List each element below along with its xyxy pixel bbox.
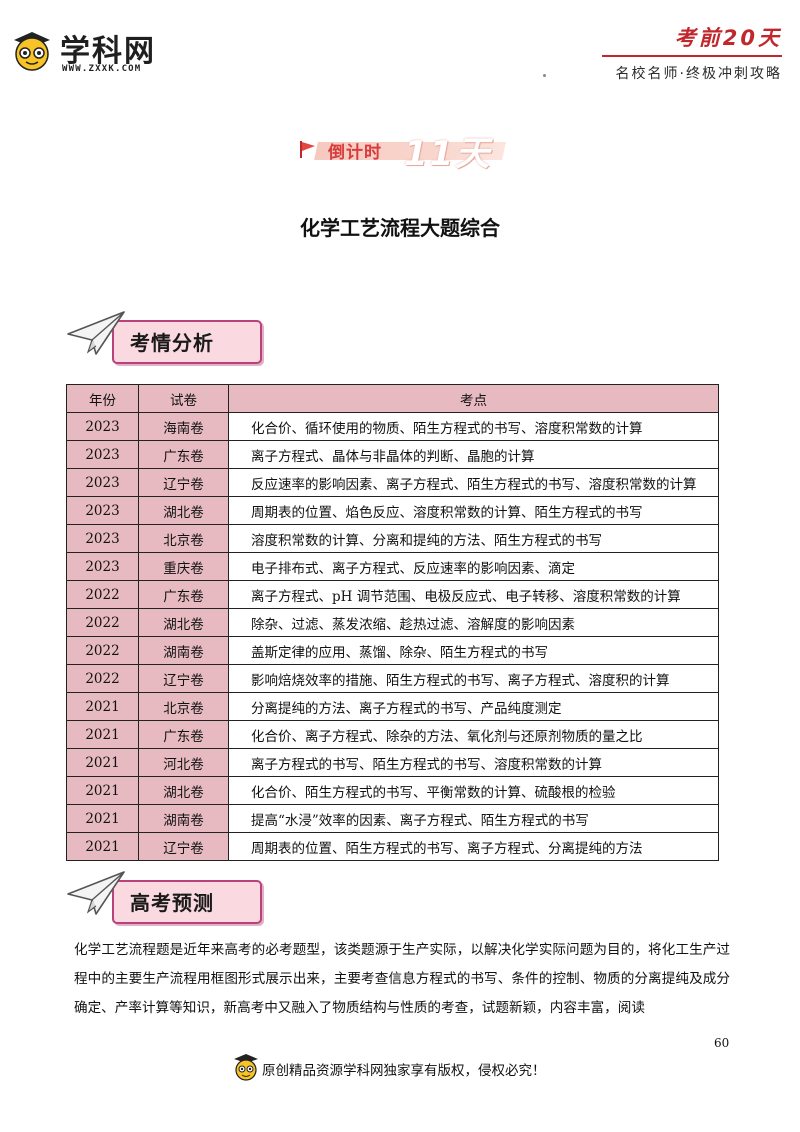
- paper-plane-icon: [67, 871, 125, 915]
- cell-paper: 广东卷: [138, 580, 229, 609]
- cell-points: 化合价、离子方程式、除杂的方法、氧化剂与还原剂物质的量之比: [228, 720, 719, 749]
- cell-points: 化合价、陌生方程式的书写、平衡常数的计算、硫酸根的检验: [228, 776, 719, 805]
- cell-paper: 河北卷: [138, 748, 229, 777]
- cell-year: 2021: [66, 832, 139, 861]
- cell-year: 2022: [66, 636, 139, 665]
- table-row: 2023 北京卷 溶度积常数的计算、分离和提纯的方法、陌生方程式的书写: [66, 524, 719, 553]
- cell-points: 离子方程式、晶体与非晶体的判断、晶胞的计算: [228, 440, 719, 469]
- page-number: 60: [714, 1036, 730, 1050]
- banner-number: 11天: [404, 134, 492, 174]
- logo-title: 学科网: [60, 34, 156, 69]
- cell-year: 2023: [66, 552, 139, 581]
- table-row: 2023 海南卷 化合价、循环使用的物质、陌生方程式的书写、溶度积常数的计算: [66, 412, 719, 441]
- cell-year: 2021: [66, 748, 139, 777]
- cell-points: 周期表的位置、陌生方程式的书写、离子方程式、分离提纯的方法: [228, 832, 719, 861]
- mascot-face-icon: [14, 32, 50, 71]
- cell-points: 提高“水浸”效率的因素、离子方程式、陌生方程式的书写: [228, 804, 719, 833]
- cell-paper: 辽宁卷: [138, 664, 229, 693]
- cell-year: 2023: [66, 412, 139, 441]
- cell-paper: 湖南卷: [138, 636, 229, 665]
- countdown-banner: 倒计时 11天: [296, 126, 510, 174]
- header-divider: [602, 55, 782, 57]
- table-row: 2022 湖北卷 除杂、过滤、蒸发浓缩、趁热过滤、溶解度的影响因素: [66, 608, 719, 637]
- cell-year: 2023: [66, 468, 139, 497]
- table-row: 2021 湖北卷 化合价、陌生方程式的书写、平衡常数的计算、硫酸根的检验: [66, 776, 719, 805]
- cell-points: 溶度积常数的计算、分离和提纯的方法、陌生方程式的书写: [228, 524, 719, 553]
- cell-year: 2022: [66, 664, 139, 693]
- table-row: 2022 广东卷 离子方程式、pH 调节范围、电极反应式、电子转移、溶度积常数的…: [66, 580, 719, 609]
- section-label-analysis: 考情分析: [130, 331, 214, 355]
- table-row: 2021 广东卷 化合价、离子方程式、除杂的方法、氧化剂与还原剂物质的量之比: [66, 720, 719, 749]
- header-year: 年份: [66, 384, 139, 413]
- logo-url: WWW.ZXXK.COM: [62, 64, 142, 74]
- cell-points: 电子排布式、离子方程式、反应速率的影响因素、滴定: [228, 552, 719, 581]
- exam-analysis-table: 年份 试卷 考点 2023 海南卷 化合价、循环使用的物质、陌生方程式的书写、溶…: [66, 384, 719, 861]
- cell-paper: 海南卷: [138, 412, 229, 441]
- zxxk-logo[interactable]: 学科网 WWW.ZXXK.COM: [10, 20, 170, 80]
- table-row: 2021 湖南卷 提高“水浸”效率的因素、离子方程式、陌生方程式的书写: [66, 804, 719, 833]
- table-header-row: 年份 试卷 考点: [66, 384, 719, 413]
- cell-points: 周期表的位置、焰色反应、溶度积常数的计算、陌生方程式的书写: [228, 496, 719, 525]
- table-row: 2023 湖北卷 周期表的位置、焰色反应、溶度积常数的计算、陌生方程式的书写: [66, 496, 719, 525]
- cell-points: 影响焙烧效率的措施、陌生方程式的书写、离子方程式、溶度积的计算: [228, 664, 719, 693]
- banner-label: 倒计时: [328, 143, 382, 163]
- header-paper: 试卷: [138, 384, 229, 413]
- cell-points: 反应速率的影响因素、离子方程式、陌生方程式的书写、溶度积常数的计算: [228, 468, 719, 497]
- cell-year: 2022: [66, 580, 139, 609]
- section-header-prediction: 高考预测: [66, 868, 266, 928]
- table-row: 2023 辽宁卷 反应速率的影响因素、离子方程式、陌生方程式的书写、溶度积常数的…: [66, 468, 719, 497]
- cell-year: 2023: [66, 524, 139, 553]
- cell-points: 除杂、过滤、蒸发浓缩、趁热过滤、溶解度的影响因素: [228, 608, 719, 637]
- stray-dot: [543, 74, 546, 77]
- cell-paper: 辽宁卷: [138, 468, 229, 497]
- cell-paper: 广东卷: [138, 720, 229, 749]
- section-header-analysis: 考情分析: [66, 308, 266, 368]
- table-row: 2021 北京卷 分离提纯的方法、离子方程式的书写、产品纯度测定: [66, 692, 719, 721]
- table-row: 2022 辽宁卷 影响焙烧效率的措施、陌生方程式的书写、离子方程式、溶度积的计算: [66, 664, 719, 693]
- cell-points: 分离提纯的方法、离子方程式的书写、产品纯度测定: [228, 692, 719, 721]
- cell-year: 2021: [66, 776, 139, 805]
- mascot-face-icon: [234, 1054, 258, 1081]
- cell-points: 离子方程式的书写、陌生方程式的书写、溶度积常数的计算: [228, 748, 719, 777]
- cell-paper: 湖南卷: [138, 804, 229, 833]
- flag-icon: [300, 141, 315, 158]
- header-countdown-block: 考前20天 名校名师·终极冲刺攻略: [572, 22, 782, 83]
- table-row: 2023 重庆卷 电子排布式、离子方程式、反应速率的影响因素、滴定: [66, 552, 719, 581]
- cell-points: 离子方程式、pH 调节范围、电极反应式、电子转移、溶度积常数的计算: [228, 580, 719, 609]
- table-row: 2022 湖南卷 盖斯定律的应用、蒸馏、除杂、陌生方程式的书写: [66, 636, 719, 665]
- copyright-text: 原创精品资源学科网独家享有版权，侵权必究！: [262, 1063, 546, 1079]
- table-row: 2021 河北卷 离子方程式的书写、陌生方程式的书写、溶度积常数的计算: [66, 748, 719, 777]
- header-points: 考点: [228, 384, 719, 413]
- cell-year: 2021: [66, 692, 139, 721]
- prediction-paragraph: 化学工艺流程题是近年来高考的必考题型，该类题源于生产实际，以解决化学实际问题为目…: [74, 942, 730, 1016]
- cell-paper: 湖北卷: [138, 608, 229, 637]
- cell-paper: 北京卷: [138, 692, 229, 721]
- cell-year: 2021: [66, 804, 139, 833]
- section-badge: [112, 880, 262, 924]
- cell-year: 2023: [66, 440, 139, 469]
- table-row: 2023 广东卷 离子方程式、晶体与非晶体的判断、晶胞的计算: [66, 440, 719, 469]
- page-title: 化学工艺流程大题综合: [300, 216, 500, 240]
- cell-paper: 北京卷: [138, 524, 229, 553]
- cell-paper: 湖北卷: [138, 496, 229, 525]
- cell-paper: 湖北卷: [138, 776, 229, 805]
- cell-year: 2021: [66, 720, 139, 749]
- section-label-prediction: 高考预测: [130, 891, 214, 915]
- countdown-label: 考前20天: [674, 26, 782, 50]
- cell-paper: 广东卷: [138, 440, 229, 469]
- cell-paper: 辽宁卷: [138, 832, 229, 861]
- cell-year: 2023: [66, 496, 139, 525]
- table-row: 2021 辽宁卷 周期表的位置、陌生方程式的书写、离子方程式、分离提纯的方法: [66, 832, 719, 861]
- cell-points: 化合价、循环使用的物质、陌生方程式的书写、溶度积常数的计算: [228, 412, 719, 441]
- cell-year: 2022: [66, 608, 139, 637]
- paper-plane-icon: [67, 311, 125, 355]
- cell-points: 盖斯定律的应用、蒸馏、除杂、陌生方程式的书写: [228, 636, 719, 665]
- header-tagline: 名校名师·终极冲刺攻略: [615, 66, 782, 82]
- cell-paper: 重庆卷: [138, 552, 229, 581]
- section-badge: [112, 320, 262, 364]
